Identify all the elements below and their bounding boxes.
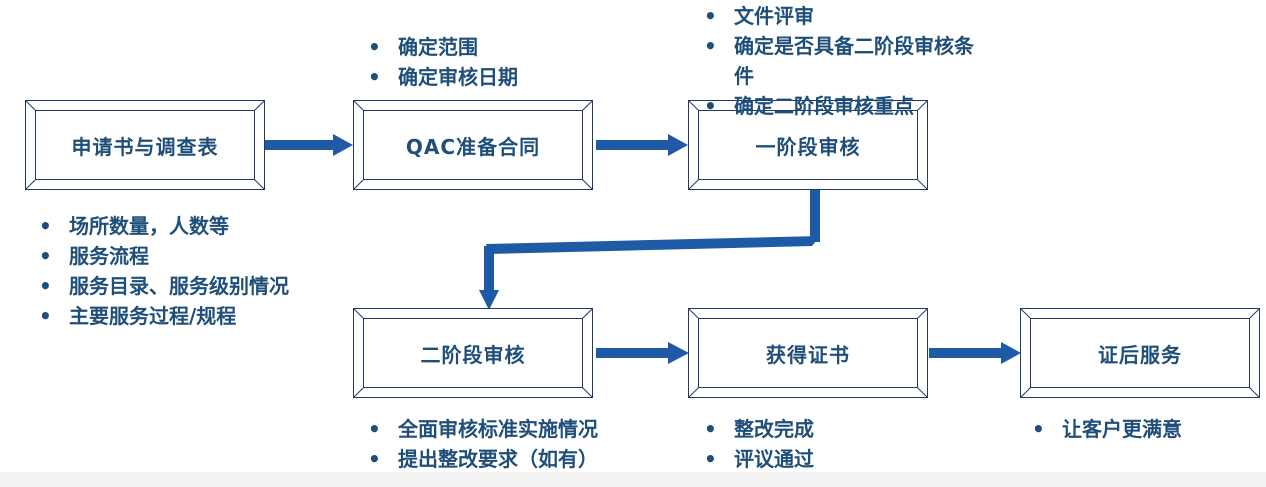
note-item: 服务目录、服务级别情况	[35, 271, 289, 301]
note-item: 整改完成	[700, 414, 814, 444]
notes-post-service: 让客户更满意	[1028, 414, 1182, 444]
step-box-post-service: 证后服务	[1020, 308, 1260, 398]
note-item: 主要服务过程/规程	[35, 301, 289, 331]
note-item: 文件评审	[700, 1, 974, 31]
note-item: 让客户更满意	[1028, 414, 1182, 444]
arrowhead-s2-s3	[668, 134, 688, 156]
notes-stage1-audit: 文件评审 确定是否具备二阶段审核条 件 确定二阶段审核重点	[700, 1, 974, 121]
note-item: 全面审核标准实施情况	[364, 414, 598, 444]
footer-strip	[0, 472, 1266, 487]
notes-application: 场所数量，人数等 服务流程 服务目录、服务级别情况 主要服务过程/规程	[35, 211, 289, 331]
arrow-s2-s3	[596, 140, 671, 150]
arrowhead-s1-s2	[333, 134, 353, 156]
note-item-continuation: 件	[734, 64, 754, 88]
note-item: 确定二阶段审核重点	[700, 91, 974, 121]
note-item: 确定是否具备二阶段审核条	[700, 31, 974, 61]
step-label-contract: QAC准备合同	[363, 110, 583, 180]
arrow-s3-down	[810, 186, 820, 242]
note-item: 评议通过	[700, 444, 814, 474]
notes-contract: 确定范围 确定审核日期	[364, 32, 518, 92]
arrowhead-s3-s4	[479, 290, 499, 310]
step-label-stage2-audit: 二阶段审核	[363, 318, 583, 388]
step-box-certificate: 获得证书	[688, 308, 928, 398]
step-label-post-service: 证后服务	[1030, 318, 1250, 388]
arrow-s1-s2	[262, 140, 337, 150]
notes-certificate: 整改完成 评议通过	[700, 414, 814, 474]
step-label-application: 申请书与调查表	[35, 110, 255, 180]
arrow-s4-down	[484, 246, 494, 292]
arrow-s5-s6	[929, 348, 1003, 358]
arrowhead-s4-s5	[668, 342, 689, 364]
arrow-s4-s5	[596, 348, 670, 358]
note-item: 确定审核日期	[364, 62, 518, 92]
notes-stage2-audit: 全面审核标准实施情况 提出整改要求（如有）	[364, 414, 598, 474]
note-item: 场所数量，人数等	[35, 211, 289, 241]
note-item: 提出整改要求（如有）	[364, 444, 598, 474]
step-box-stage2-audit: 二阶段审核	[353, 308, 593, 398]
step-box-contract: QAC准备合同	[353, 100, 593, 190]
arrowhead-s5-s6	[1001, 342, 1021, 364]
note-item: 确定范围	[364, 32, 518, 62]
note-item: 服务流程	[35, 241, 289, 271]
arrow-s3-s4-across	[486, 236, 820, 254]
step-label-certificate: 获得证书	[698, 318, 918, 388]
step-box-application: 申请书与调查表	[25, 100, 265, 190]
